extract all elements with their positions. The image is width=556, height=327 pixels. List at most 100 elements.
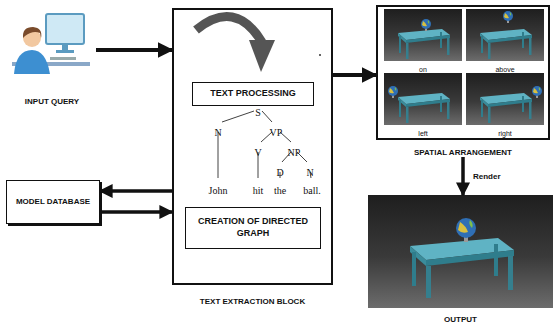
tree-label-slot: D — [260, 165, 300, 179]
arrow — [100, 189, 172, 193]
tree-label: N — [306, 167, 313, 178]
thumb-label-slot: left — [384, 126, 462, 138]
shape — [466, 9, 544, 61]
shape — [384, 9, 462, 61]
tree-label: ball. — [303, 185, 321, 196]
thumb-label: right — [498, 130, 512, 137]
parse-tree-lines — [218, 111, 311, 178]
tree-label-slot: ball. — [292, 183, 332, 197]
shape — [384, 73, 462, 125]
thumb-label: above — [495, 66, 514, 73]
shape — [262, 111, 272, 122]
shape — [503, 11, 513, 23]
dot — [319, 54, 321, 56]
icon-label: INPUT QUERY — [25, 97, 79, 106]
process-box: TEXT PROCESSING — [192, 82, 314, 106]
tree-label: V — [254, 147, 261, 158]
tree-label: the — [274, 185, 286, 196]
shape — [480, 29, 532, 59]
arrow — [461, 157, 465, 195]
edge-label: Render — [473, 172, 501, 181]
shape — [410, 238, 514, 298]
block-label: TEXT EXTRACTION BLOCK — [200, 297, 305, 306]
shape — [222, 111, 254, 122]
tree-label: D — [276, 167, 283, 178]
shape — [466, 73, 544, 125]
tree-label-slot: N — [198, 125, 238, 139]
edge-label-slot: Render — [473, 169, 501, 182]
database-box: MODEL DATABASE — [6, 180, 100, 224]
shape — [249, 40, 275, 72]
box-label: TEXT PROCESSING — [210, 88, 296, 100]
tree-label: S — [255, 107, 261, 118]
shape — [62, 44, 68, 50]
shape — [50, 57, 76, 60]
shape — [398, 29, 450, 59]
tree-label-slot: S — [238, 105, 278, 119]
tree-label: NP — [288, 147, 301, 158]
shape — [46, 14, 84, 44]
tree-label-slot: N — [290, 165, 330, 179]
shape — [56, 50, 74, 53]
shape — [218, 132, 219, 178]
shape — [410, 218, 514, 298]
tree-label: hit — [253, 185, 264, 196]
thumb-label: left — [418, 130, 427, 137]
shape — [456, 218, 476, 242]
tree-label: N — [214, 127, 221, 138]
thumb-label-slot: right — [466, 126, 544, 138]
frame-border — [376, 5, 550, 140]
relation-image: above — [466, 9, 544, 73]
arrow — [333, 73, 376, 77]
text-extraction-block: TEXT EXTRACTION BLOCK TEXT PROCESSING CREA… — [172, 8, 333, 306]
relation-image: right — [466, 73, 544, 137]
shape — [388, 86, 398, 98]
arrow — [96, 48, 172, 52]
shape — [23, 27, 41, 38]
shape — [398, 93, 450, 123]
block-label-slot: SPATIAL ARRANGEMENT — [376, 145, 550, 158]
thumb-label-slot: on — [384, 62, 462, 74]
shape — [368, 195, 553, 308]
relation-image: on — [384, 9, 462, 73]
block-label-slot: TEXT EXTRACTION BLOCK — [172, 294, 333, 307]
output-image: OUTPUT — [368, 195, 553, 323]
icon-label-slot: INPUT QUERY — [8, 94, 96, 107]
arrow — [100, 210, 172, 214]
tree-label-slot: John — [198, 183, 238, 197]
shape — [466, 9, 544, 61]
shape — [480, 93, 532, 123]
shape — [384, 9, 462, 61]
thumb-label: on — [419, 66, 427, 73]
thumb-label-slot: above — [466, 62, 544, 74]
shape — [14, 50, 50, 74]
shape — [466, 73, 544, 125]
image-label-slot: OUTPUT — [368, 312, 553, 325]
tree-label-slot: NP — [274, 145, 314, 159]
box-label: MODEL DATABASE — [16, 197, 90, 207]
shape — [532, 86, 542, 98]
tree-label-slot: VP — [256, 125, 296, 139]
image-label: OUTPUT — [444, 315, 477, 324]
user-icon — [12, 14, 90, 74]
block-label: SPATIAL ARRANGEMENT — [414, 148, 512, 157]
curved-arrow — [196, 17, 275, 72]
shape — [421, 19, 431, 31]
shape — [196, 17, 262, 42]
spatial-arrangement: SPATIAL ARRANGEMENT on above left right — [376, 5, 550, 157]
box-label: CREATION OF DIRECTED GRAPH — [191, 216, 315, 239]
process-box: CREATION OF DIRECTED GRAPH — [185, 207, 321, 249]
output-render — [368, 195, 553, 308]
tree-label-slot: V — [238, 145, 278, 159]
tree-label-slot: the — [260, 183, 300, 197]
input-query: INPUT QUERY — [8, 10, 96, 108]
shape — [384, 73, 462, 125]
relation-image: left — [384, 73, 462, 137]
tree-label: VP — [270, 127, 283, 138]
spatial-thumbnails — [384, 9, 544, 125]
tree-label-slot: hit — [238, 183, 278, 197]
tree-label: John — [209, 185, 228, 196]
